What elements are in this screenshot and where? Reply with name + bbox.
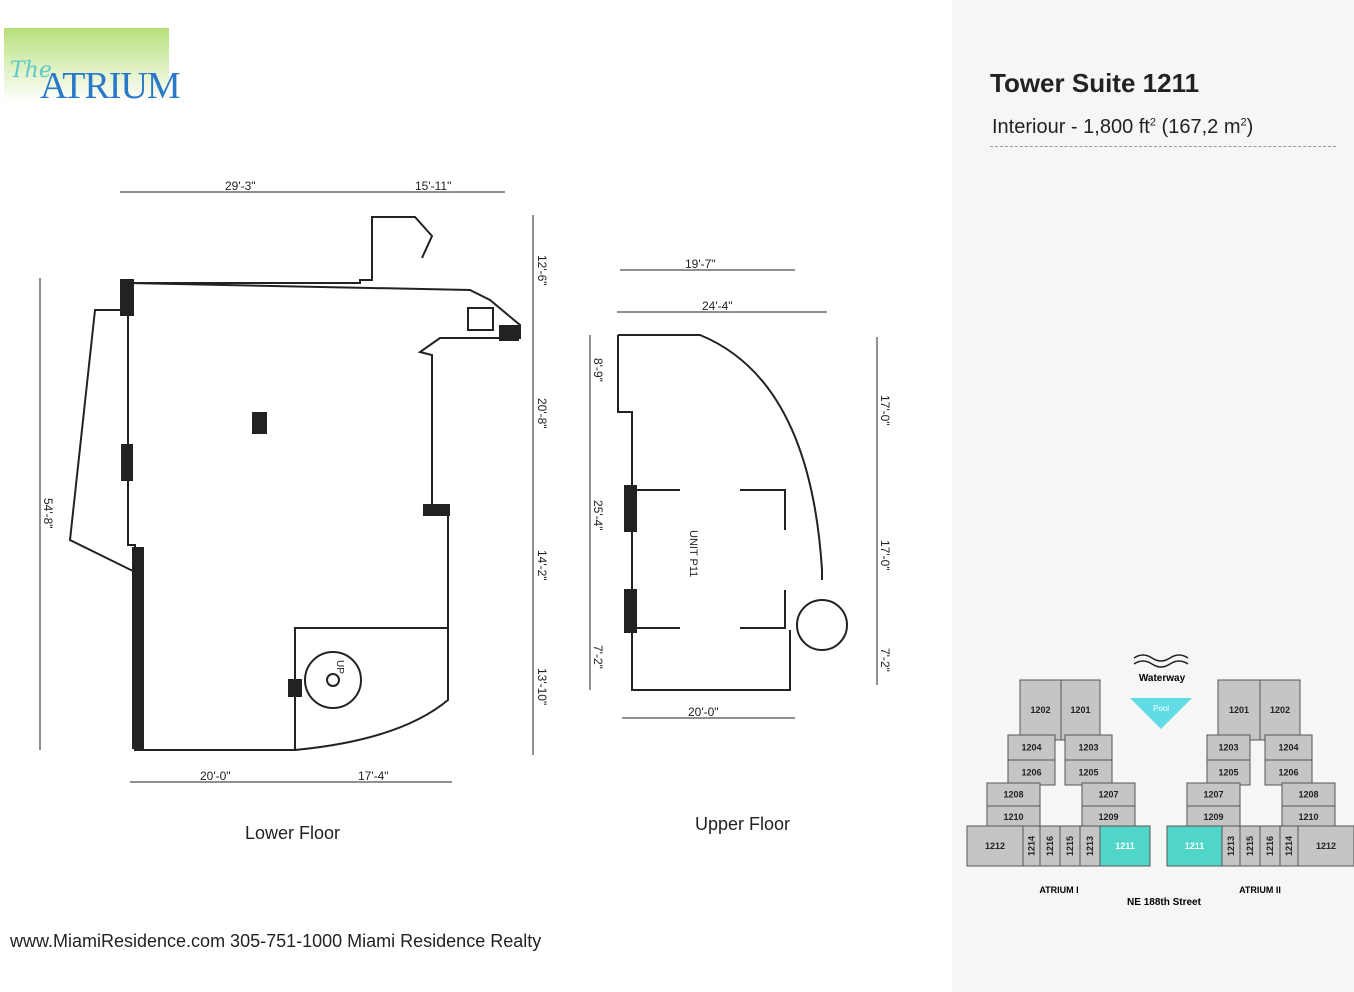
dim-label: 13'-10" (535, 668, 549, 705)
unit-1203 (1064, 734, 1113, 761)
unit-1204 (1007, 734, 1056, 761)
unit-label: 1209 (1098, 812, 1118, 822)
unit-label: 1215 (1065, 836, 1075, 856)
unit-label: 1204 (1278, 743, 1298, 753)
unit-label: 1211 (1115, 841, 1135, 851)
dim-label: 15'-11" (415, 179, 451, 193)
dim-label: 25'-4" (591, 500, 605, 531)
unit-label: 1212 (985, 841, 1005, 851)
dim-label: 7'-2" (878, 648, 892, 672)
unit-label: 1216 (1265, 836, 1275, 856)
unit-label: 1205 (1218, 768, 1238, 778)
unit-label: 1207 (1098, 790, 1118, 800)
unit-1212 (966, 825, 1024, 867)
dim-label: 29'-3" (225, 179, 256, 193)
lower-floor-plan (39, 191, 534, 783)
unit-label: 1202 (1030, 705, 1050, 715)
divider (990, 146, 1336, 147)
dim-label: 20'-0" (688, 705, 719, 719)
pool-label: Pool (1153, 704, 1169, 713)
unit-label: 1215 (1245, 836, 1255, 856)
unit-1201 (1217, 679, 1261, 741)
unit-label: 1202 (1270, 705, 1290, 715)
dim-label: 14'-2" (535, 550, 549, 581)
unit-label: 1207 (1203, 790, 1223, 800)
unit-label: 1209 (1203, 812, 1223, 822)
unit-1203 (1206, 734, 1251, 761)
interior-size: Interiour - 1,800 ft2 (167,2 m2) (992, 116, 1254, 138)
dim-label: 17'-4" (358, 769, 389, 783)
floor-plans: 29'-3" 15'-11" 12'-6" 20'-8" 14'-2" 13'-… (39, 179, 892, 783)
pool-icon (1130, 698, 1192, 729)
unit-1211-highlighted (1166, 825, 1223, 867)
unit-label: 1208 (1003, 790, 1023, 800)
waterway-icon (1133, 654, 1189, 668)
unit-1202 (1259, 679, 1301, 741)
stair-label: UP (334, 660, 345, 674)
waterway-label: Waterway (1139, 673, 1186, 684)
unit-label: 1213 (1085, 836, 1095, 856)
building-label: ATRIUM I (1039, 885, 1078, 895)
dim-label: 8'-9" (591, 358, 605, 382)
unit-1211-highlighted (1099, 825, 1151, 867)
dim-label: 12'-6" (535, 255, 549, 286)
unit-label: 1214 (1284, 836, 1294, 856)
unit-1206 (1264, 759, 1313, 786)
unit-label: UNIT P11 (687, 530, 699, 577)
unit-label: 1208 (1298, 790, 1318, 800)
unit-label: 1213 (1226, 836, 1236, 856)
unit-label: 1214 (1027, 836, 1037, 856)
unit-label: 1203 (1218, 743, 1238, 753)
street-label: NE 188th Street (1127, 897, 1202, 908)
unit-label: 1203 (1078, 743, 1098, 753)
dim-label: 20'-0" (200, 769, 231, 783)
building-label: ATRIUM II (1239, 885, 1281, 895)
unit-label: 1205 (1078, 768, 1098, 778)
key-plan: Waterway Pool 1202 1201 1204 1203 1206 1205 12… (966, 654, 1354, 908)
unit-label: 1206 (1278, 768, 1298, 778)
dim-label: 7'-2" (591, 645, 605, 669)
dim-label: 17'-0" (878, 540, 892, 571)
dim-label: 17'-0" (878, 395, 892, 426)
dim-label: 20'-8" (535, 398, 549, 429)
unit-label: 1212 (1316, 841, 1336, 851)
unit-label: 1201 (1229, 705, 1249, 715)
lower-floor-label: Lower Floor (245, 823, 341, 843)
unit-label: 1206 (1021, 768, 1041, 778)
upper-floor-label: Upper Floor (695, 814, 791, 834)
dim-label: 54'-8" (41, 498, 55, 529)
unit-label: 1201 (1070, 705, 1090, 715)
dim-label: 24'-4" (702, 299, 733, 313)
upper-floor-plan (589, 269, 878, 719)
footer-contact: www.MiamiResidence.com 305-751-1000 Miam… (10, 931, 542, 951)
unit-label: 1211 (1185, 841, 1205, 851)
unit-label: 1204 (1021, 743, 1041, 753)
unit-1205 (1206, 759, 1251, 786)
unit-1204 (1264, 734, 1313, 761)
unit-1206 (1007, 759, 1056, 786)
unit-label: 1210 (1298, 812, 1318, 822)
dim-label: 19'-7" (685, 257, 716, 271)
unit-1201 (1060, 679, 1101, 741)
atrium-logo: The ATRIUM (4, 28, 181, 107)
unit-label: 1210 (1003, 812, 1023, 822)
unit-1212 (1297, 825, 1354, 867)
unit-label: 1216 (1045, 836, 1055, 856)
page-title: Tower Suite 1211 (990, 68, 1200, 98)
